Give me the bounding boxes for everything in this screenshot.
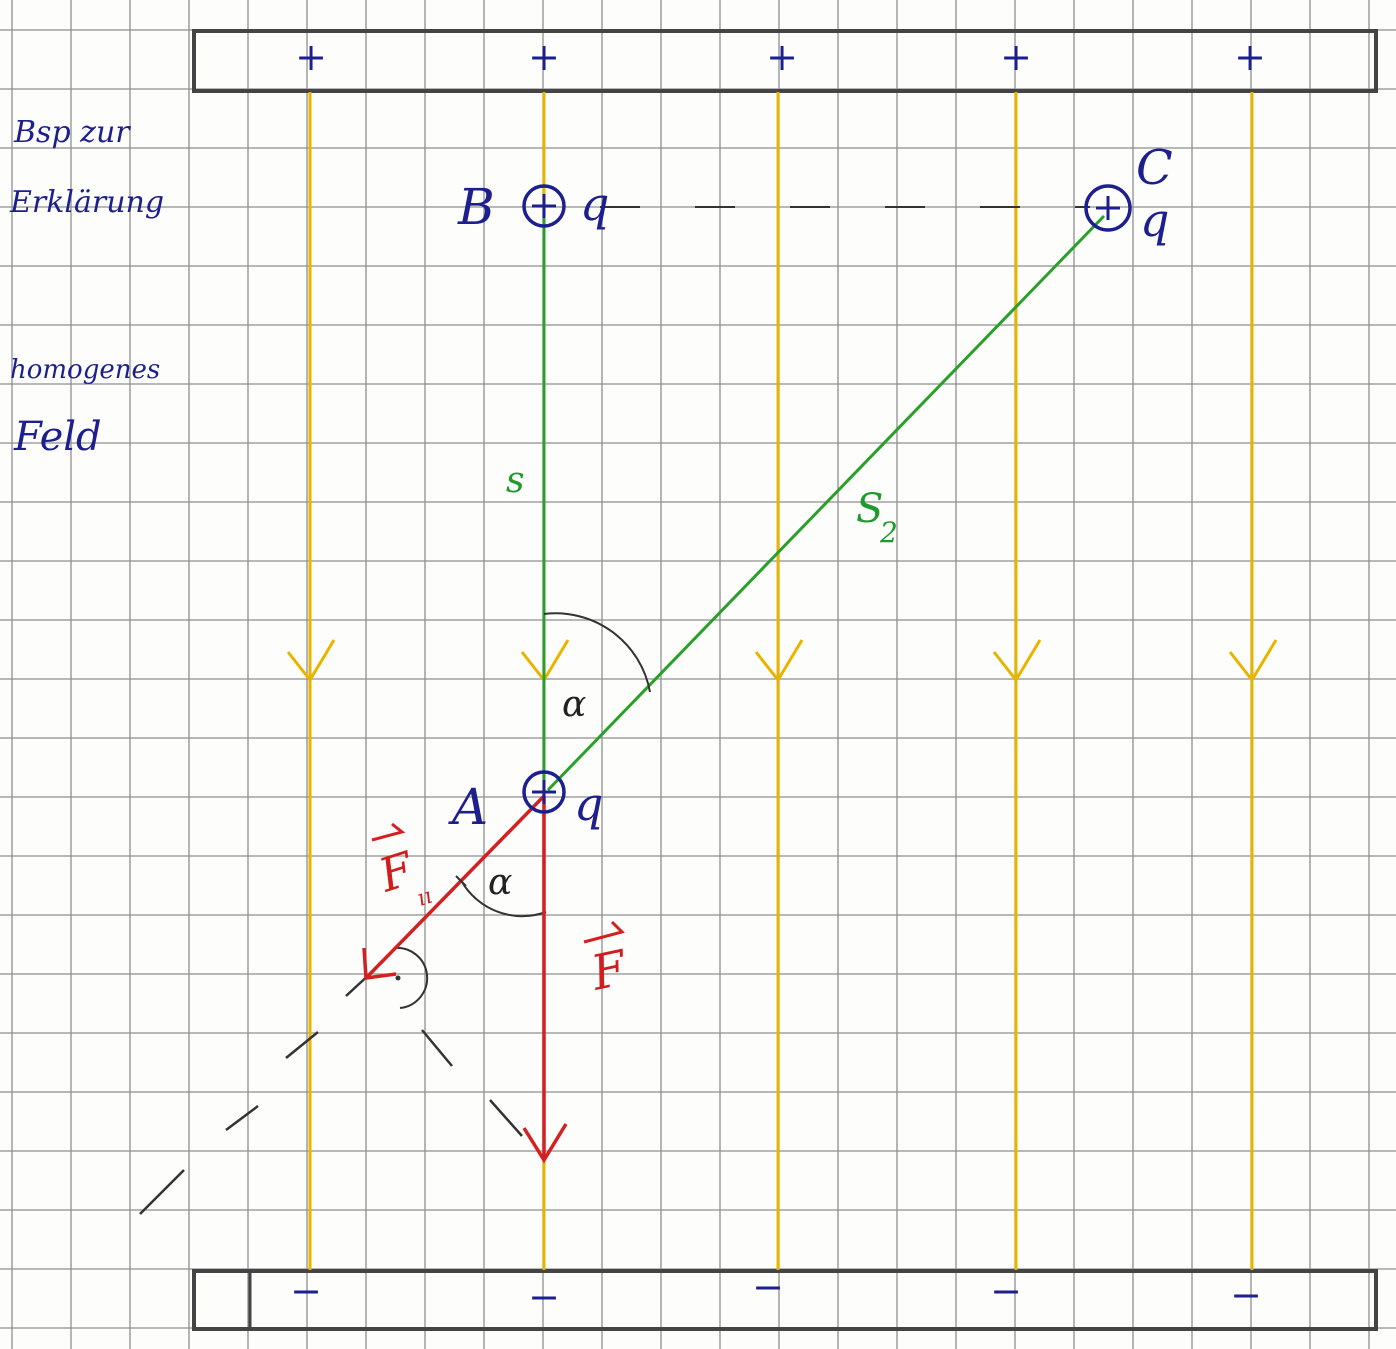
field-lines	[286, 92, 1278, 1270]
label-s2-subscript: 2	[879, 516, 898, 549]
plus-sign: +	[1000, 35, 1032, 79]
minus-sign: −	[290, 1269, 322, 1313]
right-angle-dot	[395, 975, 401, 981]
plus-sign: +	[766, 35, 798, 79]
right-angle-mark	[393, 946, 429, 1009]
angle-label-lower: α	[488, 862, 512, 903]
minus-sign: −	[990, 1269, 1022, 1313]
chevron-down-icon	[754, 639, 804, 683]
label-s2: S	[856, 486, 883, 532]
charge-a	[522, 770, 566, 814]
force-f-parallel-vector	[362, 794, 546, 980]
angle-label-upper: α	[562, 684, 586, 725]
label-f-parallel-subscript: ıı	[414, 884, 435, 912]
circled-plus-icon	[522, 184, 566, 228]
note-line-2: Erklärung	[9, 185, 164, 220]
charge-label-b: q	[580, 177, 609, 231]
chevron-down-icon	[1228, 639, 1278, 683]
charge-label-c: q	[1140, 193, 1169, 247]
point-label-a: A	[448, 778, 488, 836]
path-s2	[546, 214, 1106, 792]
note-line-4: Feld	[13, 414, 102, 460]
minus-sign: −	[528, 1275, 560, 1319]
bottom-plate	[192, 1269, 1378, 1331]
plus-sign: +	[528, 35, 560, 79]
circled-plus-icon	[522, 770, 566, 814]
point-label-b: B	[457, 178, 495, 236]
minus-sign: −	[1230, 1273, 1262, 1317]
tick-mark	[455, 875, 467, 887]
charge-c	[1084, 184, 1132, 232]
top-plate	[192, 29, 1378, 93]
construction-lines	[139, 971, 523, 1215]
force-f-vector	[522, 796, 568, 1164]
circled-plus-icon	[1084, 184, 1132, 232]
plus-sign: +	[295, 35, 327, 79]
label-f-parallel: F	[372, 841, 422, 903]
angle-arc-lower	[461, 881, 547, 918]
charge-label-a: q	[574, 777, 603, 831]
note-line-3: homogenes	[10, 355, 160, 385]
vector-arrow-f-parallel	[371, 822, 406, 842]
chevron-down-icon	[992, 639, 1042, 683]
label-s: s	[506, 460, 524, 501]
vector-arrow-f	[583, 920, 625, 944]
label-f: F	[586, 940, 633, 1002]
charge-b	[522, 184, 566, 228]
minus-sign: −	[752, 1265, 784, 1309]
chevron-down-icon	[286, 639, 336, 683]
note-line-1: Bsp zur	[13, 115, 131, 150]
point-label-c: C	[1136, 140, 1173, 196]
angle-arc-upper	[543, 612, 651, 693]
plus-sign: +	[1234, 35, 1266, 79]
